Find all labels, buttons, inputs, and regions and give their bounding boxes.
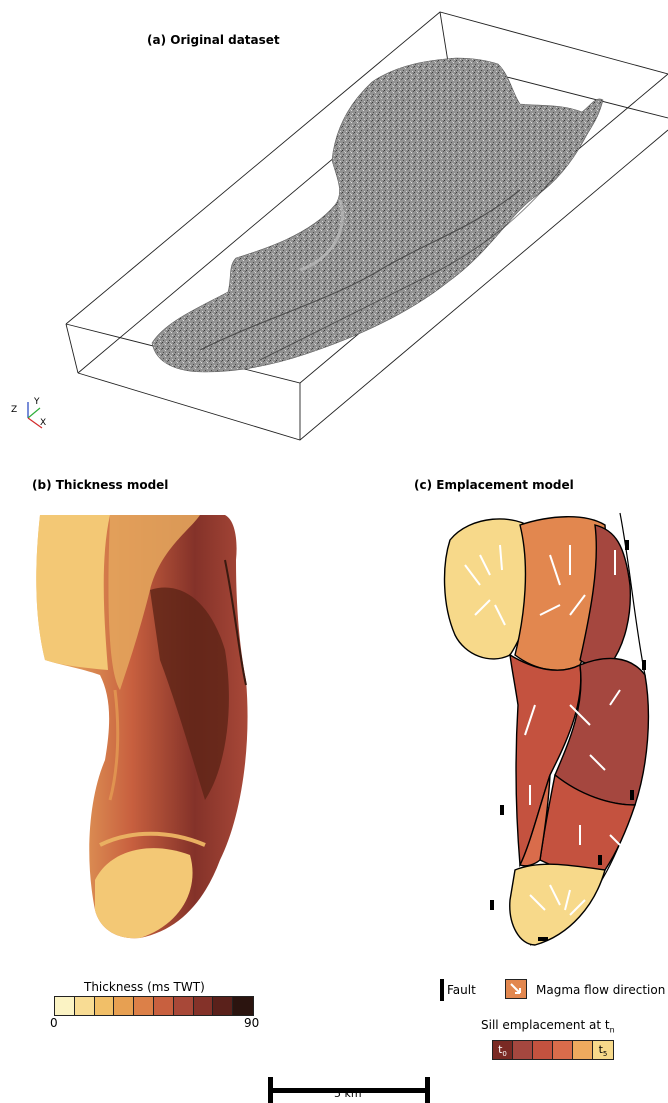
stage-swatch-t5: t5 bbox=[593, 1041, 613, 1059]
colorbar-swatch bbox=[134, 997, 154, 1015]
magma-flow-legend-label: Magma flow direction bbox=[536, 983, 668, 997]
thickness-colorbar bbox=[54, 996, 254, 1016]
stage-swatch-t0: t0 bbox=[493, 1041, 513, 1059]
panel-b-title: (b) Thickness model bbox=[32, 478, 168, 492]
fault-legend-label: Fault bbox=[447, 983, 476, 997]
scale-bar-right-tick bbox=[425, 1077, 430, 1103]
emplacement-map bbox=[420, 505, 668, 975]
fault-legend-icon bbox=[440, 979, 444, 1001]
magma-flow-legend-icon bbox=[505, 979, 527, 999]
colorbar-swatch bbox=[55, 997, 75, 1015]
t0-label-sub: 0 bbox=[502, 1050, 506, 1058]
axis-label-z: Z bbox=[11, 405, 17, 415]
lobe-t5b bbox=[510, 864, 605, 945]
sill-emplacement-title-text: Sill emplacement at t bbox=[481, 1018, 610, 1032]
colorbar-swatch bbox=[114, 997, 134, 1015]
colorbar-min-label: 0 bbox=[50, 1016, 58, 1030]
colorbar-swatch bbox=[233, 997, 253, 1015]
stage-swatch bbox=[573, 1041, 593, 1059]
sill-emplacement-title-sub: n bbox=[610, 1025, 615, 1034]
stage-swatch bbox=[533, 1041, 553, 1059]
axis-label-x: X bbox=[40, 418, 46, 428]
colorbar-title: Thickness (ms TWT) bbox=[84, 980, 205, 994]
t5-label-sub: 5 bbox=[603, 1050, 607, 1058]
thickness-map bbox=[0, 500, 300, 950]
colorbar-swatch bbox=[75, 997, 95, 1015]
colorbar-swatch bbox=[213, 997, 233, 1015]
colorbar-swatch bbox=[194, 997, 214, 1015]
sill-emplacement-title: Sill emplacement at tn bbox=[481, 1018, 615, 1034]
stage-swatch bbox=[553, 1041, 573, 1059]
sill-emplacement-scale: t0 t5 bbox=[492, 1040, 614, 1060]
scale-bar-label: 5 km bbox=[334, 1087, 362, 1100]
colorbar-swatch bbox=[95, 997, 115, 1015]
stage-swatch bbox=[513, 1041, 533, 1059]
panel-c-title: (c) Emplacement model bbox=[414, 478, 574, 492]
panel-a-3d-view bbox=[0, 0, 668, 460]
colorbar-swatch bbox=[174, 997, 194, 1015]
axis-label-y: Y bbox=[34, 397, 40, 407]
colorbar-swatch bbox=[154, 997, 174, 1015]
colorbar-max-label: 90 bbox=[244, 1016, 259, 1030]
seismic-sill-body bbox=[152, 58, 603, 372]
